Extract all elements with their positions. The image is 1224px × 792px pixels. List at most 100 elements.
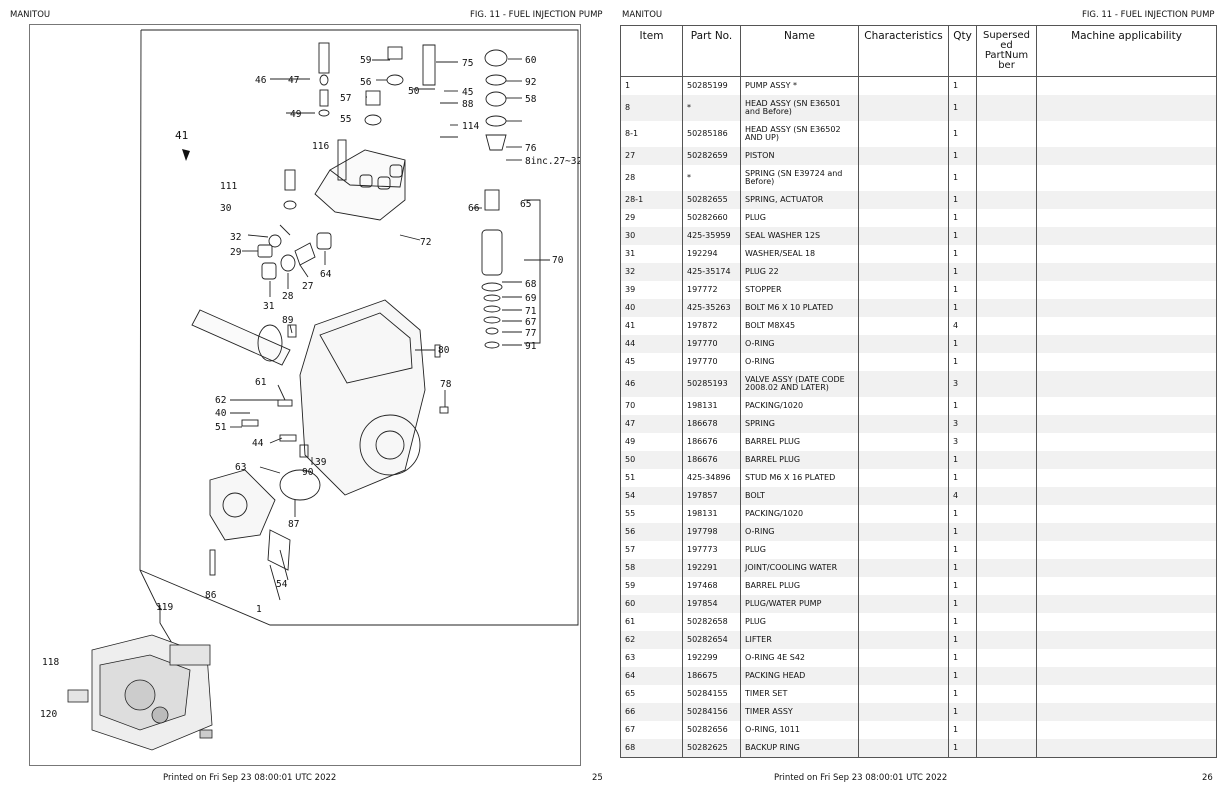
cell-qty: 1 bbox=[948, 685, 977, 703]
right-figure-title: FIG. 11 - FUEL INJECTION PUMP bbox=[1082, 10, 1215, 20]
callout-86: 1 bbox=[256, 604, 262, 615]
cell-mach bbox=[1036, 577, 1217, 595]
col-characteristics: Characteristics bbox=[858, 25, 949, 77]
callout-63: 87 bbox=[288, 519, 299, 530]
callout-87: 54 bbox=[276, 579, 288, 590]
callout-54: 86 bbox=[205, 590, 217, 601]
table-row: 28*SPRING (SN E39724 and Before)1 bbox=[620, 165, 1217, 191]
cell-char bbox=[858, 667, 949, 685]
parts-table: Item Part No. Name Characteristics Qty S… bbox=[620, 25, 1217, 758]
cell-char bbox=[858, 121, 949, 147]
callout-71: 67 bbox=[525, 317, 536, 328]
callout-92: 92 bbox=[525, 77, 536, 88]
cell-qty: 1 bbox=[948, 121, 977, 147]
cell-sup bbox=[976, 121, 1037, 147]
cell-char bbox=[858, 523, 949, 541]
cell-sup bbox=[976, 165, 1037, 191]
cell-item: 65 bbox=[620, 685, 683, 703]
cell-qty: 1 bbox=[948, 165, 977, 191]
cell-name: PACKING HEAD bbox=[740, 667, 859, 685]
cell-item: 47 bbox=[620, 415, 683, 433]
callout-56: 56 bbox=[360, 77, 372, 88]
table-row: 8*HEAD ASSY (SN E36501 and Before)1 bbox=[620, 95, 1217, 121]
cell-part: 50282656 bbox=[682, 721, 741, 739]
cell-part: 50285193 bbox=[682, 371, 741, 397]
cell-item: 67 bbox=[620, 721, 683, 739]
right-page-number: 26 bbox=[1202, 773, 1213, 783]
callout-32: 29 bbox=[230, 247, 242, 258]
cell-char bbox=[858, 191, 949, 209]
cell-sup bbox=[976, 317, 1037, 335]
callout-65: 70 bbox=[552, 255, 564, 266]
fuel-injection-pump-exploded-diagram: 46 47 49 59 56 57 55 50 75 45 88 114 60 … bbox=[40, 29, 582, 751]
cell-mach bbox=[1036, 541, 1217, 559]
cell-qty: 3 bbox=[948, 371, 977, 397]
cell-sup bbox=[976, 523, 1037, 541]
cell-char bbox=[858, 415, 949, 433]
cell-part: 50285186 bbox=[682, 121, 741, 147]
cell-item: 28 bbox=[620, 165, 683, 191]
cell-mach bbox=[1036, 76, 1217, 95]
cell-qty: 1 bbox=[948, 451, 977, 469]
cell-qty: 4 bbox=[948, 317, 977, 335]
callout-39: 90 bbox=[302, 467, 314, 478]
cell-item: 44 bbox=[620, 335, 683, 353]
cell-sup bbox=[976, 371, 1037, 397]
cell-qty: 1 bbox=[948, 523, 977, 541]
cell-qty: 1 bbox=[948, 721, 977, 739]
cell-part: 425-35959 bbox=[682, 227, 741, 245]
cell-char bbox=[858, 559, 949, 577]
callout-30: 32 bbox=[230, 232, 241, 243]
cell-name: O-RING bbox=[740, 335, 859, 353]
cell-name: STOPPER bbox=[740, 281, 859, 299]
cell-item: 70 bbox=[620, 397, 683, 415]
callout-78: 62 bbox=[215, 395, 226, 406]
cell-sup bbox=[976, 613, 1037, 631]
cell-item: 63 bbox=[620, 649, 683, 667]
callout-116: 111 bbox=[220, 181, 237, 192]
cell-char bbox=[858, 721, 949, 739]
diagram-callouts: 46 47 49 59 56 57 55 50 75 45 88 114 60 … bbox=[40, 55, 582, 720]
cell-qty: 1 bbox=[948, 353, 977, 371]
callout-60: 60 bbox=[525, 55, 537, 66]
cell-sup bbox=[976, 721, 1037, 739]
cell-item: 55 bbox=[620, 505, 683, 523]
cell-name: SPRING bbox=[740, 415, 859, 433]
cell-mach bbox=[1036, 595, 1217, 613]
cell-mach bbox=[1036, 335, 1217, 353]
cell-item: 8-1 bbox=[620, 121, 683, 147]
cell-mach bbox=[1036, 523, 1217, 541]
cell-mach bbox=[1036, 667, 1217, 685]
callout-88-top: 88 bbox=[462, 99, 474, 110]
cell-qty: 1 bbox=[948, 703, 977, 721]
cell-part: 50282660 bbox=[682, 209, 741, 227]
cell-mach bbox=[1036, 121, 1217, 147]
cell-name: BOLT M6 X 10 PLATED bbox=[740, 299, 859, 317]
cell-item: 28-1 bbox=[620, 191, 683, 209]
right-brand: MANITOU bbox=[622, 10, 663, 20]
cell-sup bbox=[976, 335, 1037, 353]
cell-qty: 1 bbox=[948, 559, 977, 577]
cell-qty: 1 bbox=[948, 209, 977, 227]
cell-mach bbox=[1036, 147, 1217, 165]
cell-item: 29 bbox=[620, 209, 683, 227]
cell-mach bbox=[1036, 227, 1217, 245]
cell-qty: 1 bbox=[948, 667, 977, 685]
callout-40: 51 bbox=[215, 422, 227, 433]
cell-char bbox=[858, 469, 949, 487]
cell-item: 59 bbox=[620, 577, 683, 595]
cell-mach bbox=[1036, 245, 1217, 263]
cell-qty: 1 bbox=[948, 649, 977, 667]
cell-mach bbox=[1036, 685, 1217, 703]
cell-name: SPRING (SN E39724 and Before) bbox=[740, 165, 859, 191]
callout-29: 31 bbox=[263, 301, 275, 312]
left-brand: MANITOU bbox=[10, 10, 51, 20]
cell-name: SEAL WASHER 12S bbox=[740, 227, 859, 245]
